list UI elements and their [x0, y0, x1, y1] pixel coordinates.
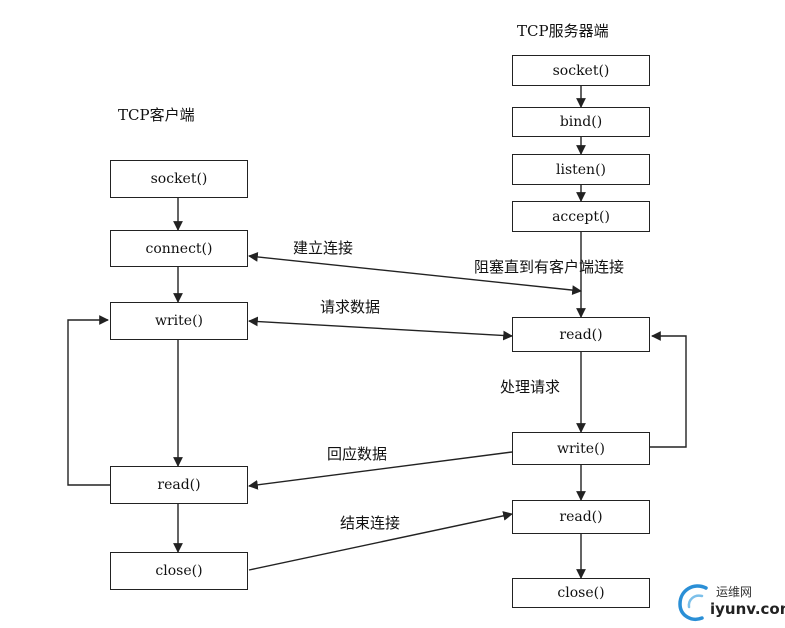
server-socket-box: socket() [512, 55, 650, 86]
server-read2-box: read() [512, 500, 650, 534]
label-block: 阻塞直到有客户端连接 [474, 258, 625, 276]
client-socket-box: socket() [110, 160, 248, 198]
logo-swirl-icon [678, 584, 708, 621]
label-end: 结束连接 [340, 514, 401, 532]
watermark-top-text: 运维网 [716, 585, 753, 599]
label-reply: 回应数据 [327, 445, 388, 463]
label-establish: 建立连接 [293, 239, 354, 257]
label-request: 请求数据 [320, 298, 381, 316]
server-read-box: read() [512, 317, 650, 352]
server-accept-box: accept() [512, 201, 650, 232]
client-title: TCP客户端 [118, 106, 195, 124]
client-connect-box: connect() [110, 230, 248, 267]
server-bind-box: bind() [512, 107, 650, 137]
label-process: 处理请求 [500, 378, 561, 396]
client-write-box: write() [110, 302, 248, 340]
watermark-bottom-text: iyunv.com [710, 600, 785, 618]
server-write-box: write() [512, 432, 650, 465]
server-title: TCP服务器端 [517, 22, 609, 40]
client-read-box: read() [110, 466, 248, 504]
server-listen-box: listen() [512, 154, 650, 185]
client-close-box: close() [110, 552, 248, 590]
watermark-logo: 运维网 iyunv.com [676, 578, 785, 626]
server-close-box: close() [512, 578, 650, 608]
